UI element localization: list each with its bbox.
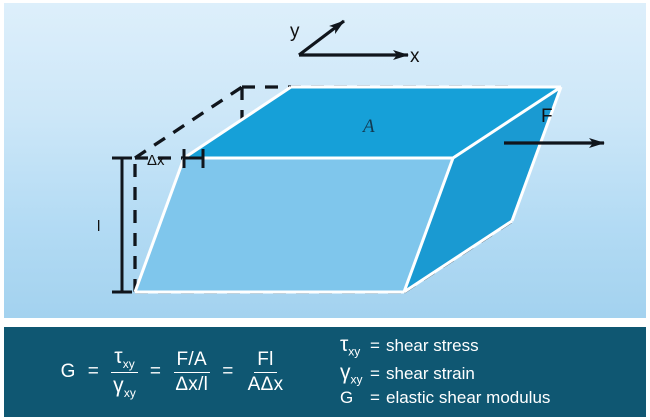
y-axis-label: y — [290, 21, 300, 42]
equation-term-stress-over-strain: τxy γxy — [105, 345, 144, 400]
legend-row: G = elastic shear modulus — [340, 388, 646, 411]
term1-numerator: τxy — [111, 345, 138, 373]
legend-definition: elastic shear modulus — [386, 388, 551, 408]
term3-denominator: AΔx — [247, 373, 284, 395]
legend-gamma-symbol: γ — [340, 360, 351, 384]
solid-edge-front-right-slant — [402, 157, 455, 293]
legend-g-symbol: G — [340, 388, 354, 408]
x-axis-label: x — [410, 46, 420, 67]
legend-tau-symbol: τ — [340, 333, 349, 357]
solid-front-face — [135, 158, 453, 292]
shear-diagram-svg: x y F A l Δx — [97, 19, 605, 294]
gamma-subscript: xy — [123, 385, 136, 400]
legend-definition: shear strain — [386, 363, 475, 383]
displacement-label: Δx — [147, 152, 165, 169]
solid-edge-bottom-right-depth — [403, 219, 513, 294]
legend-equals: = — [370, 363, 380, 383]
force-label: F — [541, 106, 553, 127]
equation-equals-3: = — [222, 361, 234, 382]
solid-edge-back-right-slant — [510, 86, 563, 222]
equation-lhs: G — [60, 361, 76, 382]
displacement-dimension-group — [182, 149, 205, 168]
legend-tau-subscript: xy — [348, 344, 361, 359]
term2-denominator: Δx/l — [175, 373, 209, 395]
length-dimension-group — [112, 156, 132, 294]
sheared-solid — [133, 85, 563, 294]
tau-symbol: τ — [114, 344, 123, 368]
legend-equals: = — [370, 388, 380, 408]
legend-symbol: τxy — [340, 333, 370, 359]
symbol-legend: τxy = shear stress γxy = shear strain G … — [334, 333, 646, 411]
legend-definition: shear stress — [386, 336, 479, 356]
term3-numerator: Fl — [254, 349, 277, 373]
solid-edge-top-right-depth — [452, 85, 562, 160]
equation-equals-1: = — [87, 361, 100, 382]
legend-symbol: G — [340, 388, 370, 411]
legend-row: γxy = shear strain — [340, 361, 646, 387]
coordinate-axes: x y — [290, 19, 420, 67]
y-axis-arrow — [298, 19, 345, 57]
shear-modulus-equation: G = τxy γxy = F/A Δx/l = Fl AΔx — [4, 345, 334, 400]
term1-denominator: γxy — [110, 373, 139, 400]
solid-edge-top-left-depth — [183, 85, 292, 160]
diagram-panel: x y F A l Δx — [4, 3, 646, 318]
formula-panel: G = τxy γxy = F/A Δx/l = Fl AΔx τxy = sh… — [4, 327, 646, 417]
equation-equals-2: = — [149, 361, 162, 382]
term2-numerator: F/A — [173, 349, 210, 373]
legend-row: τxy = shear stress — [340, 333, 646, 359]
length-label: l — [97, 218, 100, 235]
legend-symbol: γxy — [340, 361, 370, 387]
solid-right-face — [404, 87, 561, 292]
equation-term-fa-over-dxl: F/A Δx/l — [167, 349, 216, 396]
solid-top-face — [184, 87, 561, 158]
legend-gamma-subscript: xy — [350, 372, 363, 387]
area-label: A — [361, 116, 375, 137]
tau-subscript: xy — [122, 356, 135, 371]
gamma-symbol: γ — [113, 373, 124, 397]
equation-term-fl-over-adx: Fl AΔx — [240, 349, 292, 396]
legend-equals: = — [370, 336, 380, 356]
force-arrow-group: F — [504, 106, 605, 148]
solid-edge-front-left-slant — [133, 157, 186, 293]
